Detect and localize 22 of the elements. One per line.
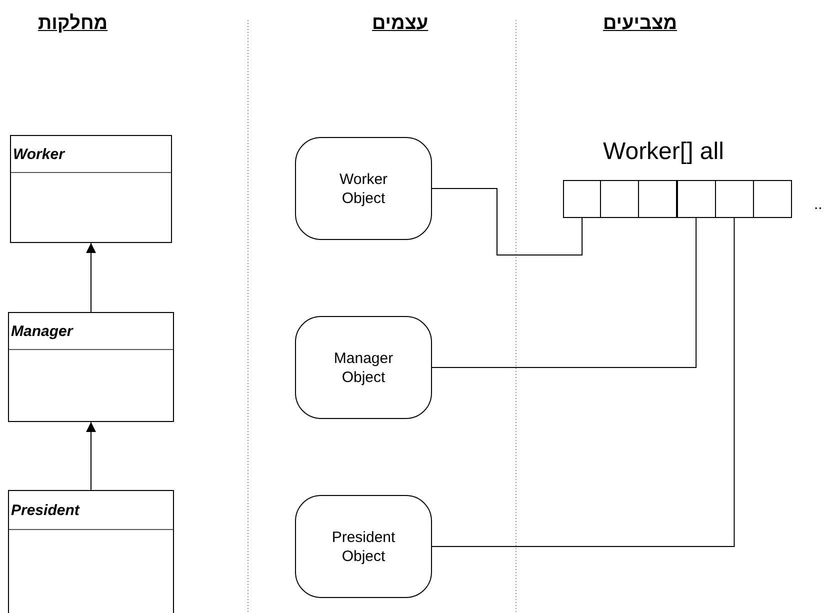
- array-cell: [638, 180, 678, 218]
- ellipsis: ..: [814, 196, 822, 212]
- object-box: President Object: [295, 495, 432, 598]
- array-cell: [752, 180, 792, 218]
- connector: [86, 242, 96, 312]
- column-heading: מחלקות: [38, 13, 108, 35]
- object-box: Manager Object: [295, 316, 432, 419]
- array-cell: [563, 180, 602, 218]
- array-cell: [676, 180, 716, 218]
- array-cell: [600, 180, 640, 218]
- column-heading: מצביעים: [603, 13, 678, 35]
- array-cell: [714, 180, 754, 218]
- class-box: Worker: [10, 135, 172, 243]
- connector: [432, 218, 735, 547]
- connector: [432, 218, 697, 368]
- class-box: Manager: [8, 312, 174, 422]
- column-heading: עצמים: [372, 13, 428, 35]
- object-box: Worker Object: [295, 137, 432, 240]
- class-box: President: [8, 490, 174, 613]
- array-label: Worker[] all: [603, 138, 724, 166]
- connector: [86, 422, 96, 490]
- connector: [432, 188, 583, 256]
